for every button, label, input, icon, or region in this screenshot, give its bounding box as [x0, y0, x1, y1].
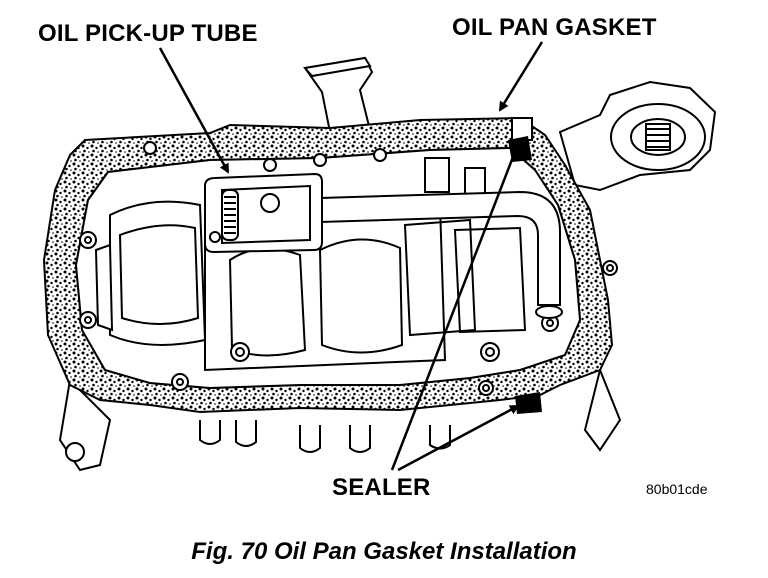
oil-pickup-tube	[204, 172, 563, 319]
leader-arrows	[158, 41, 544, 472]
lower-bolt-bosses	[65, 420, 451, 462]
sealer-label: SEALER	[332, 474, 431, 501]
oil-filter-adapter	[610, 103, 706, 171]
oil-pan-gasket-label: OIL PAN GASKET	[452, 14, 657, 41]
reference-code: 80b01cde	[646, 481, 708, 497]
sealer-arrow-upper	[390, 142, 520, 471]
oil-pickup-tube-label: OIL PICK-UP TUBE	[38, 20, 258, 47]
pan-gasket-arrow	[498, 41, 544, 112]
figure-caption: Fig. 70 Oil Pan Gasket Installation	[191, 538, 577, 565]
pickup-tube-arrow	[158, 47, 230, 174]
sealer-arrow-lower	[397, 404, 520, 472]
pan-bolts	[79, 141, 618, 396]
